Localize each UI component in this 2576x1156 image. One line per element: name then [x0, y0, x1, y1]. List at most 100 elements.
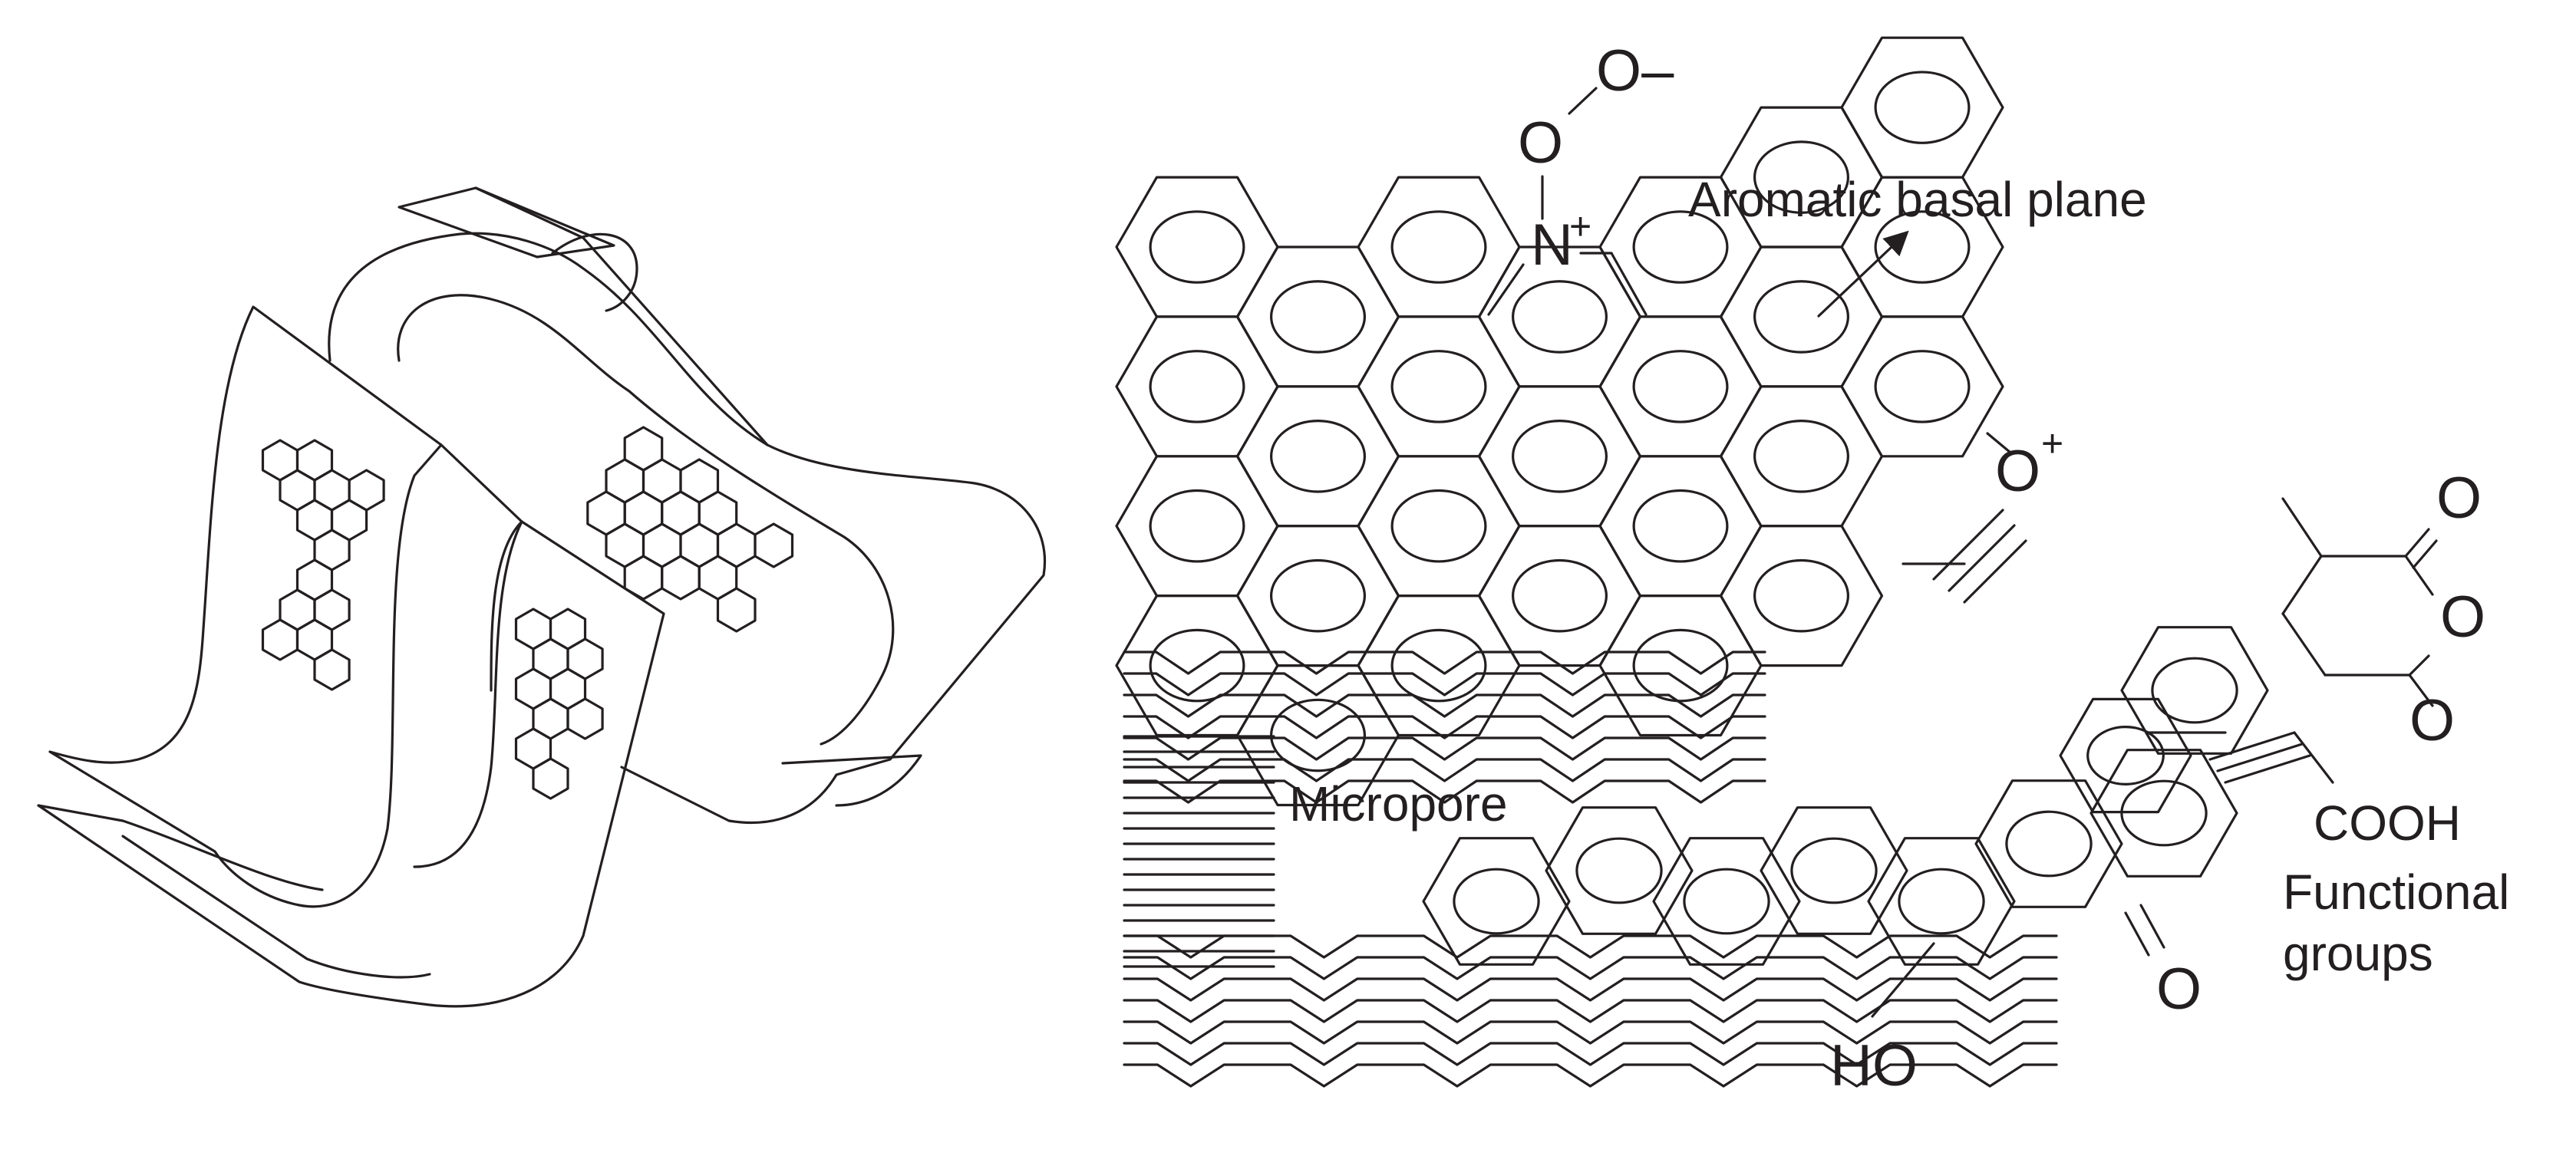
aromatic-ring	[1511, 419, 1608, 493]
aromatic-ring	[1874, 71, 1971, 144]
lower-hexagon	[2120, 626, 2269, 755]
basal-hexagon	[1840, 36, 2004, 179]
basal-hexagon	[1477, 525, 1642, 667]
lower-stack-layer	[1123, 956, 2058, 980]
aromatic-ring	[1149, 628, 1245, 703]
basal-hexagon	[1115, 315, 1279, 458]
honeycomb-cell	[532, 757, 569, 800]
aromatic-ring	[1511, 558, 1608, 633]
upper-stack-layer	[1123, 736, 1766, 761]
label-o-plus-charge: +	[2041, 422, 2063, 465]
aromatic-ring	[2086, 725, 2165, 785]
basal-hexagon	[1357, 315, 1521, 458]
aromatic-ring	[1390, 350, 1487, 423]
aromatic-hexagon-grid	[1115, 36, 2269, 966]
label-o-ketone: O	[2156, 957, 2202, 1022]
lower-stack-layer	[1123, 999, 2058, 1023]
upper-stack-layer	[1123, 672, 1766, 697]
aromatic-ring	[1269, 558, 1366, 633]
basal-hexagon	[1719, 245, 1884, 388]
sheet-front-fold	[121, 835, 431, 979]
basal-hexagon	[1115, 594, 1279, 737]
aromatic-ring	[1390, 489, 1487, 563]
aromatic-ring	[1269, 419, 1366, 493]
basal-hexagon	[1477, 385, 1642, 528]
upper-stack-layer	[1123, 758, 1766, 782]
aromatic-ring	[2151, 657, 2238, 724]
sheet-front-inner	[490, 520, 523, 692]
crumpled-sheets	[37, 186, 1046, 1008]
aromatic-ring	[2005, 810, 2093, 878]
basal-hexagon	[1235, 245, 1400, 388]
lower-hexagon	[1974, 779, 2123, 908]
basal-hexagon	[1840, 315, 2004, 458]
lower-stack-layer	[1123, 977, 2058, 1002]
sheet-middle-panel	[413, 443, 523, 868]
label-ho: HO	[1830, 1033, 1918, 1098]
honeycomb-cell	[754, 522, 794, 568]
aromatic-ring	[1149, 489, 1245, 563]
honeycomb-cell	[313, 648, 351, 691]
aromatic-ring	[1790, 837, 1878, 904]
aromatic-ring	[1632, 210, 1729, 284]
aromatic-ring	[1149, 350, 1245, 423]
lower-hexagon	[2089, 749, 2238, 878]
side-hexagon	[2059, 697, 2192, 814]
label-n-charge: +	[1569, 205, 1591, 248]
aromatic-ring	[1511, 280, 1608, 354]
basal-hexagon	[1357, 176, 1521, 318]
basal-hexagon	[1357, 594, 1521, 737]
aromatic-arrow	[1817, 230, 1909, 318]
upper-stack-layer	[1123, 650, 1766, 675]
basal-hexagon	[1235, 385, 1400, 528]
aromatic-ring	[1632, 628, 1729, 703]
aromatic-ring	[1390, 210, 1487, 284]
basal-hexagon	[1235, 525, 1400, 667]
basal-hexagon	[1719, 525, 1884, 667]
aromatic-ring	[1753, 280, 1850, 354]
sheet-back-inner	[397, 294, 895, 746]
aromatic-ring	[1874, 350, 1971, 423]
sheet-front-panel	[37, 520, 665, 1008]
label-cooh: COOH	[2314, 795, 2461, 851]
aromatic-ring	[1575, 837, 1663, 904]
label-functional: Functional	[2283, 865, 2509, 920]
aromatic-ring	[1753, 140, 1850, 214]
lower-hexagon	[1652, 837, 1801, 966]
basal-hexagon	[1719, 385, 1884, 528]
lactone-group: O O O	[2281, 466, 2485, 753]
label-o-minus: O–	[1596, 38, 1674, 104]
basal-hexagon	[1115, 455, 1279, 598]
basal-hexagon	[1598, 594, 1763, 737]
sheet-left-panel	[48, 305, 443, 908]
aromatic-ring	[1753, 558, 1850, 633]
lower-stack-layer	[1123, 1042, 2058, 1066]
aromatic-ring	[1898, 868, 1985, 935]
lower-stack-layer	[1123, 1063, 2058, 1088]
aromatic-ring	[1632, 489, 1729, 563]
label-o-right-1: O	[2436, 466, 2482, 531]
label-o-top: O	[1518, 110, 1563, 176]
aromatic-ring	[1149, 210, 1245, 284]
label-o-plus: O	[1995, 439, 2040, 504]
sheet-tab-fold	[551, 232, 638, 312]
sheet-back	[328, 232, 1046, 825]
honeycomb-cell	[261, 618, 299, 661]
aromatic-ring	[1874, 210, 1971, 284]
honeycomb-cell	[716, 587, 757, 633]
basal-hexagon	[1357, 455, 1521, 598]
upper-stack-layer	[1123, 693, 1766, 718]
lower-hexagon	[1760, 806, 1908, 935]
honeycomb-cell	[661, 555, 701, 601]
label-micropore: Micropore	[1289, 776, 1508, 832]
basal-hexagon	[1598, 315, 1763, 458]
upper-stack-layer	[1123, 715, 1766, 739]
nitro-group: O– O N +	[1487, 38, 1674, 316]
lower-stack-layer	[1123, 1020, 2058, 1045]
honeycomb-cell	[623, 555, 664, 601]
triple-bond-top	[1901, 509, 2027, 604]
aromatic-ring	[1632, 350, 1729, 423]
label-o-right-2: O	[2440, 585, 2485, 650]
honeycomb-cell	[566, 697, 604, 740]
